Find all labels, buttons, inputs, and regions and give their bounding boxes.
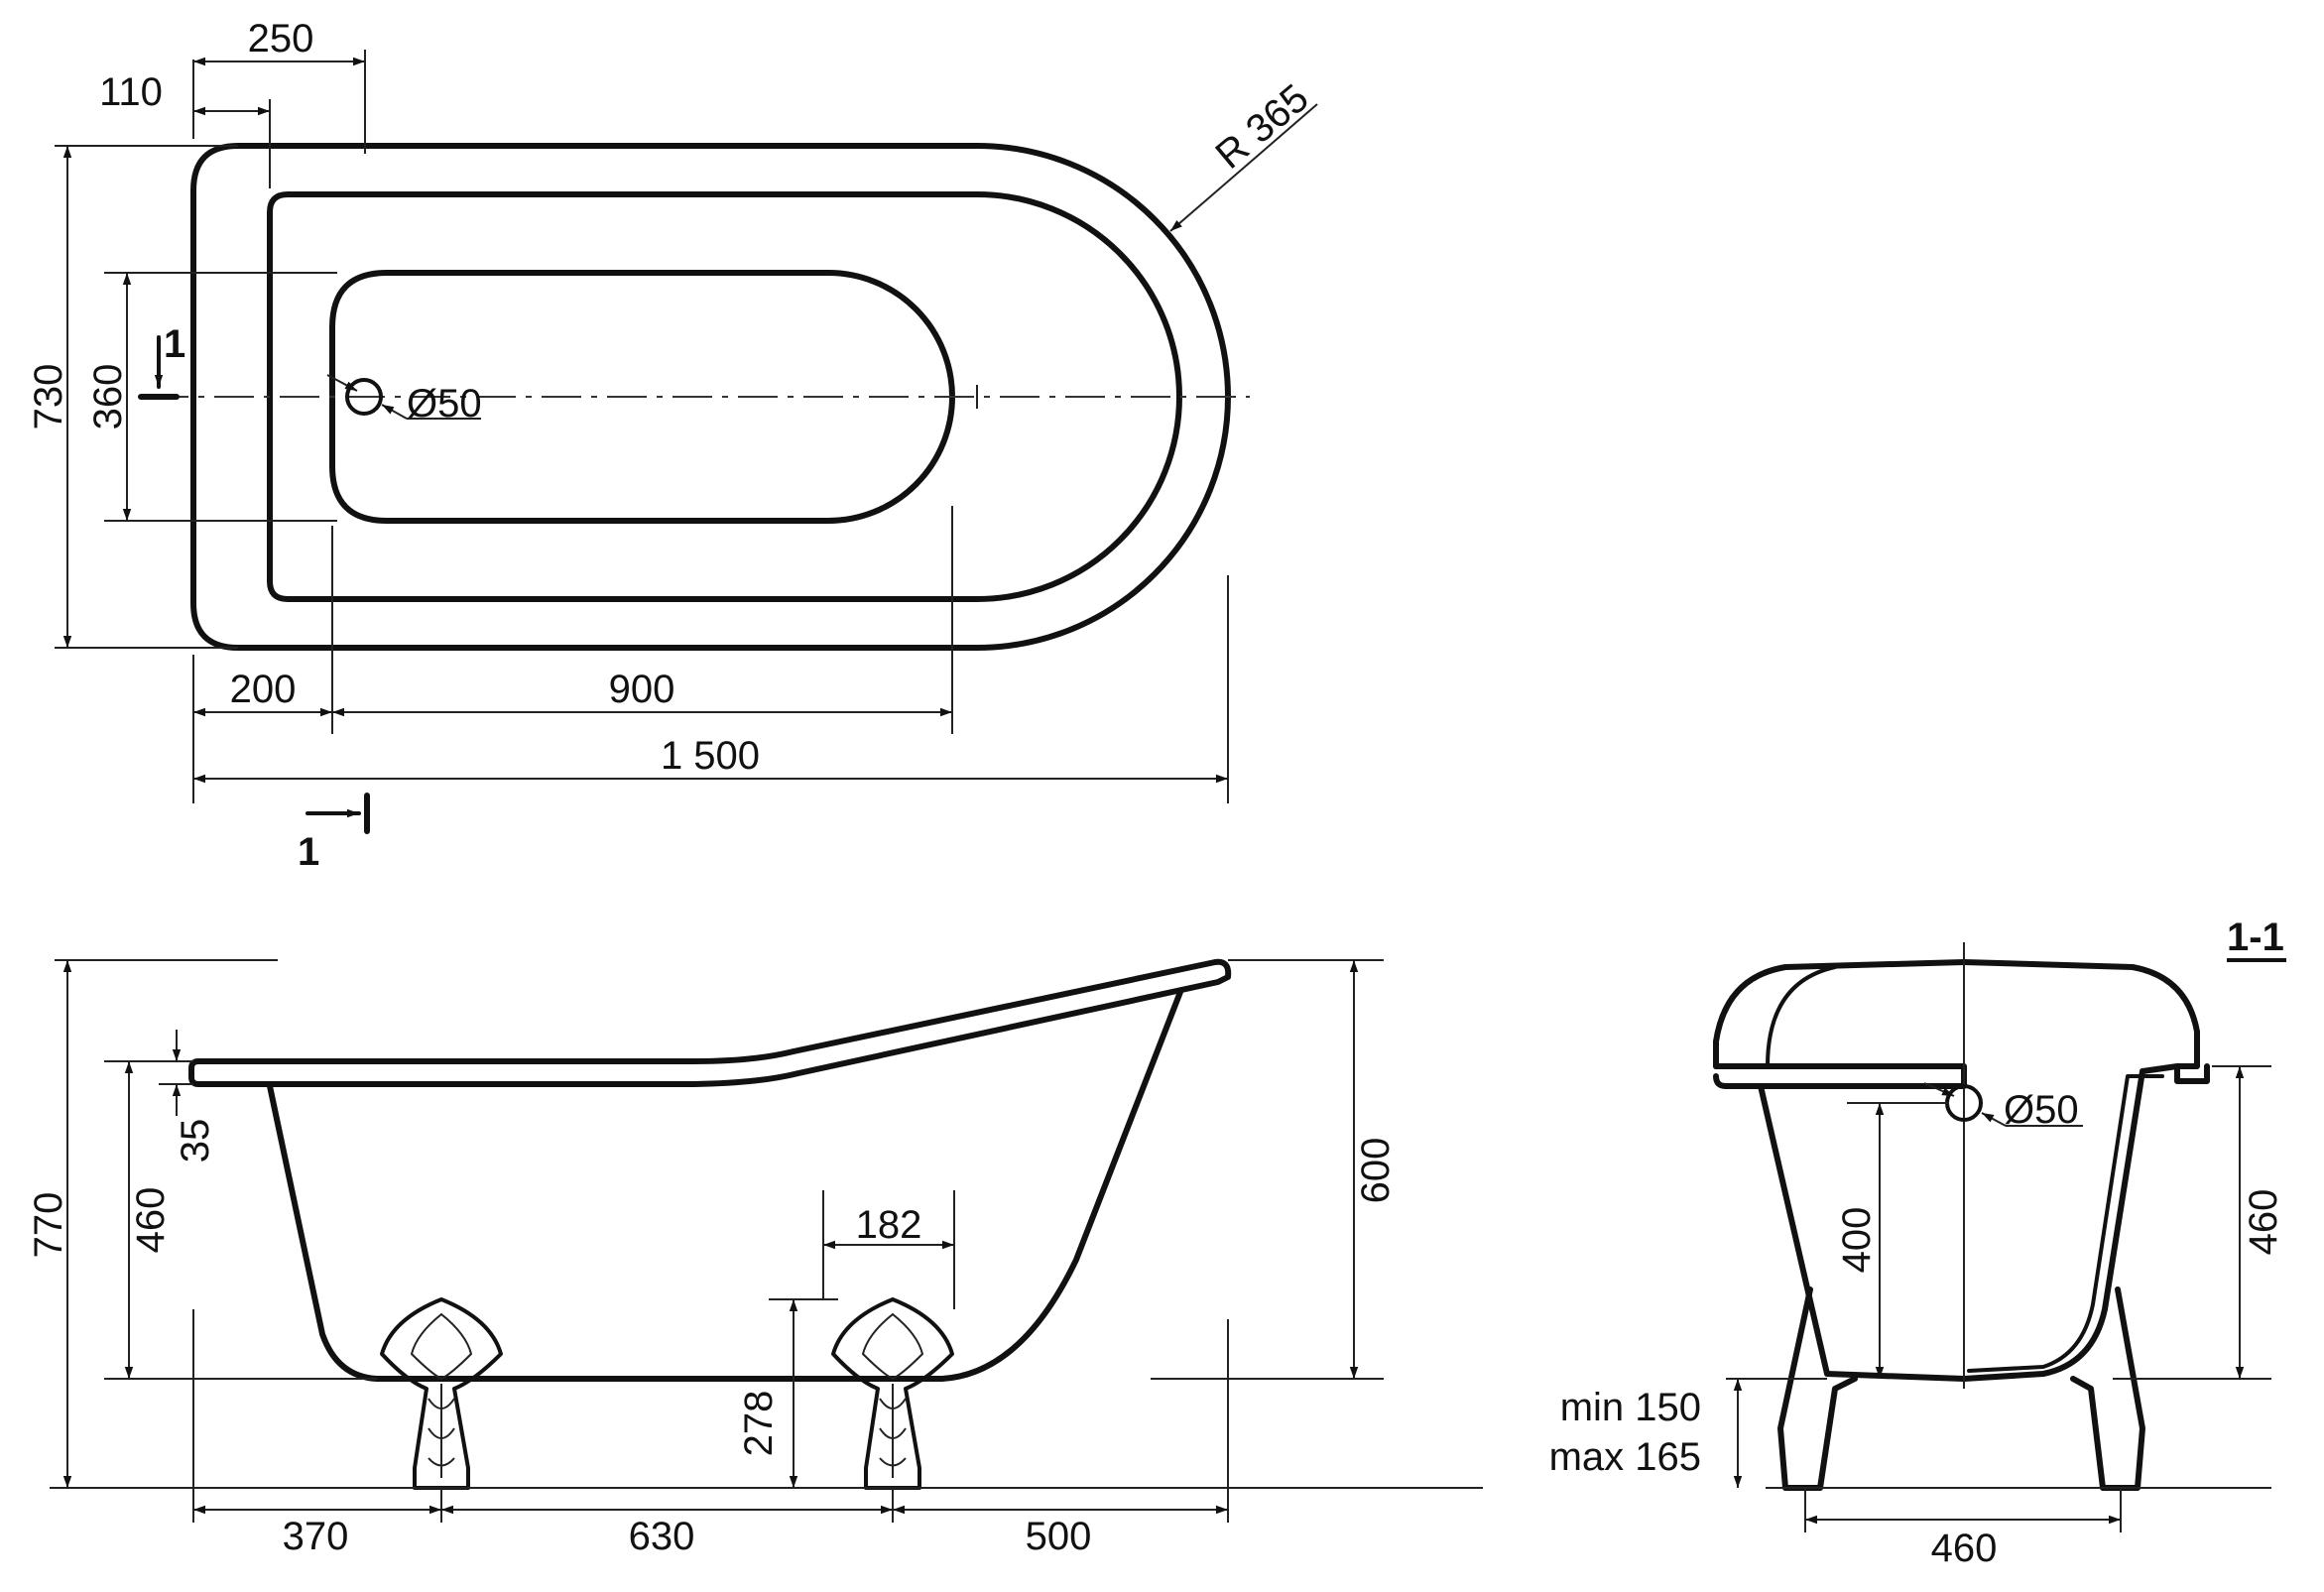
dim-200: 200: [230, 668, 297, 711]
dim-500: 500: [1026, 1515, 1092, 1558]
section-title: 1-1: [2227, 916, 2284, 959]
section-leg-left: [1777, 1286, 1858, 1491]
section-right-rim: [1961, 959, 2210, 1084]
section-leg-right: [2070, 1286, 2145, 1491]
dim-460-bottom: 460: [1931, 1527, 1998, 1570]
dim-182: 182: [856, 1203, 922, 1247]
tub-inner-rim: [267, 191, 1182, 602]
dim-600: 600: [1354, 1138, 1398, 1204]
side-body: [267, 989, 1183, 1382]
dim-360: 360: [86, 364, 130, 430]
section-left-wall: [1758, 1083, 1967, 1382]
top-view: Ø50 250 110 730 360 200 900 1 500: [27, 17, 1318, 874]
section-right-wall: [1961, 1063, 2180, 1382]
dim-min: min 150: [1560, 1386, 1701, 1429]
dim-460-section: 460: [2242, 1189, 2285, 1256]
dim-770: 770: [27, 1192, 70, 1259]
claw-foot-left: [380, 1297, 503, 1490]
dim-278: 278: [737, 1391, 781, 1457]
dim-370: 370: [283, 1515, 349, 1558]
section-marker-top: 1: [164, 322, 185, 366]
dim-460-side: 460: [129, 1187, 173, 1254]
dim-730: 730: [27, 364, 70, 430]
dim-max: max 165: [1549, 1435, 1701, 1479]
section-drain-label: Ø50: [2004, 1088, 2079, 1132]
dim-250: 250: [248, 17, 314, 61]
dim-400: 400: [1835, 1207, 1879, 1274]
dim-110: 110: [99, 70, 163, 114]
section-marker-bottom: 1: [298, 830, 319, 874]
dim-1500: 1 500: [661, 734, 760, 778]
section-left-outline: [1713, 959, 1967, 1069]
dim-35: 35: [174, 1119, 217, 1163]
drain-circle: [345, 378, 383, 416]
section-view: 1-1 Ø50 400 460: [1549, 916, 2286, 1570]
tub-outer-outline: [190, 143, 1231, 651]
side-view: 770 460 35 600 182 278 370 630 500: [27, 958, 1483, 1558]
side-rim: [188, 958, 1232, 1087]
dim-630: 630: [629, 1515, 695, 1558]
claw-foot-right: [831, 1297, 954, 1490]
drain-label: Ø50: [407, 382, 482, 426]
dim-radius: R 365: [1208, 76, 1317, 178]
tub-basin: [329, 270, 955, 524]
dim-900: 900: [609, 668, 675, 711]
